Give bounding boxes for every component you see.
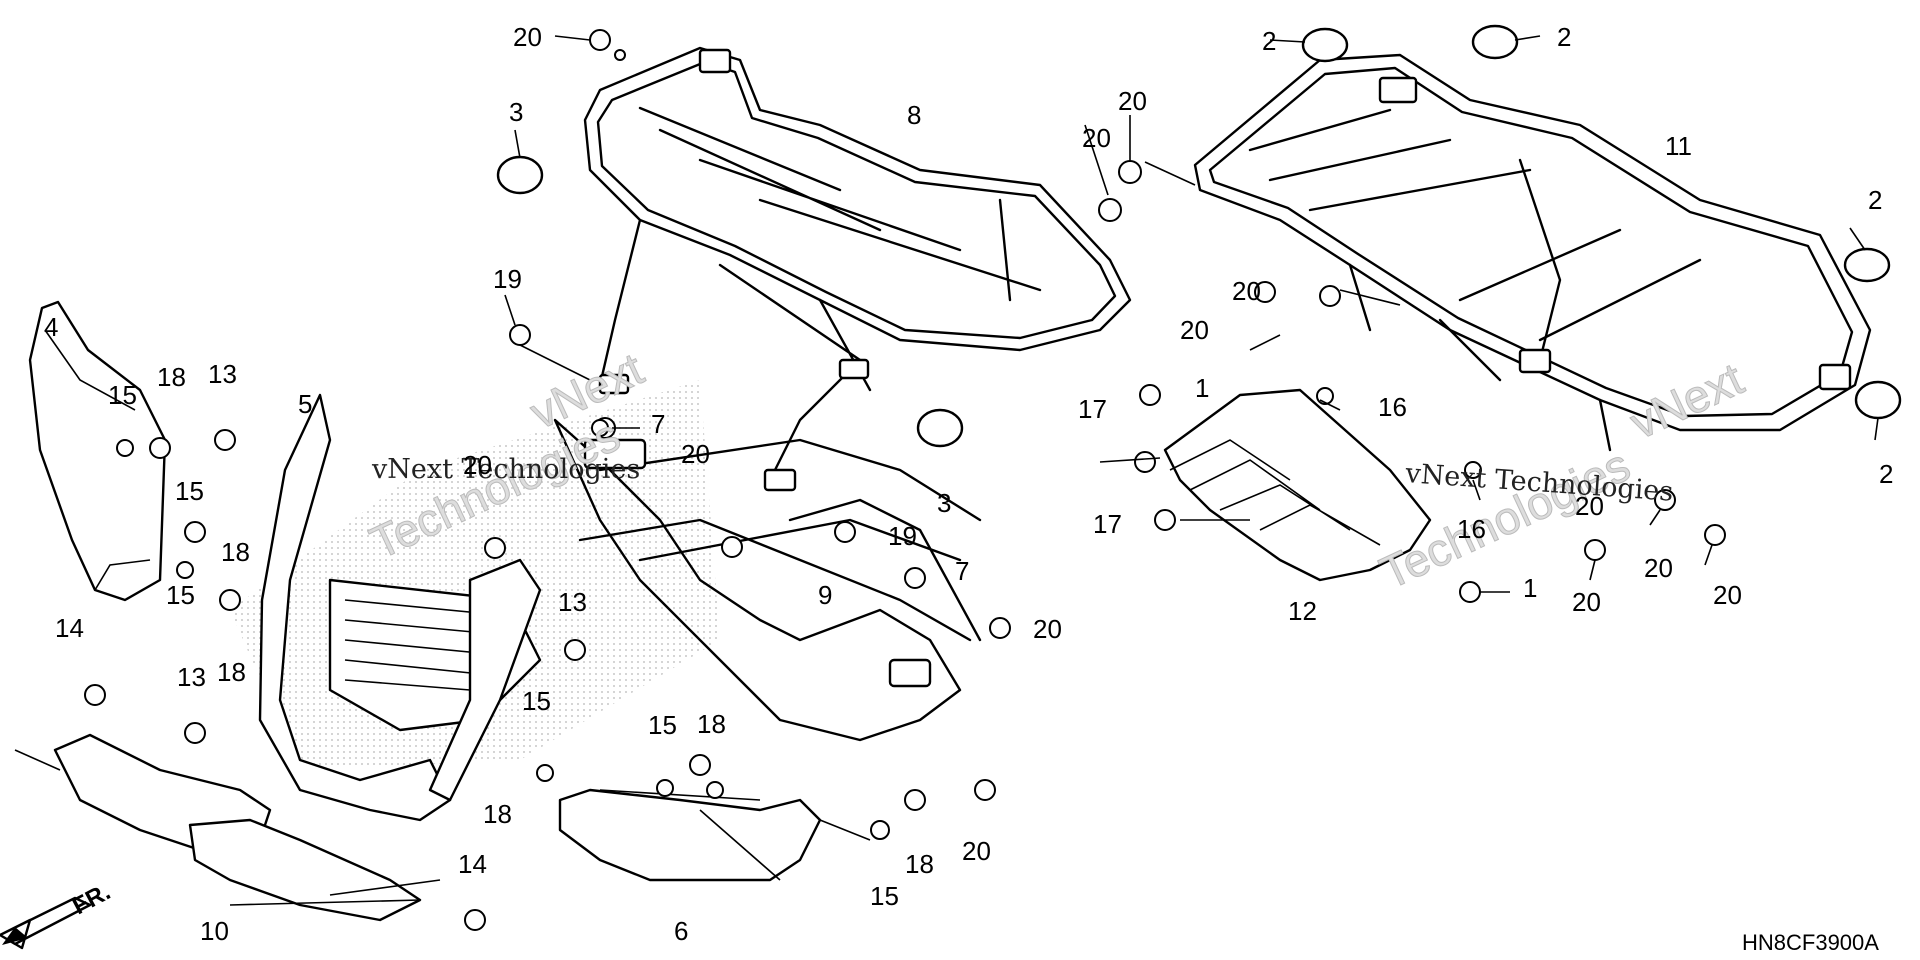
callout-20: 20 <box>1118 86 1147 116</box>
callout-7: 7 <box>955 556 969 586</box>
callout-6: 6 <box>674 916 688 946</box>
callout-20: 20 <box>1644 553 1673 583</box>
callout-20: 20 <box>463 450 492 480</box>
callout-10: 10 <box>200 916 229 946</box>
callout-14: 14 <box>458 849 487 879</box>
callout-13: 13 <box>558 587 587 617</box>
callout-5: 5 <box>298 389 312 419</box>
callout-16: 16 <box>1378 392 1407 422</box>
callout-1: 1 <box>1523 573 1537 603</box>
callout-20: 20 <box>1575 491 1604 521</box>
callout-20: 20 <box>1713 580 1742 610</box>
rear-carrier-rack <box>1193 53 1872 452</box>
callout-2: 2 <box>1262 26 1276 56</box>
callout-11: 11 <box>1665 131 1692 161</box>
callout-15: 15 <box>166 580 195 610</box>
callout-17: 17 <box>1078 394 1107 424</box>
callout-labels: 1 1 2 2 2 2 3 3 4 5 6 7 7 8 9 10 11 12 1… <box>44 22 1893 946</box>
callout-12: 12 <box>1288 596 1317 626</box>
callout-16: 16 <box>1457 514 1486 544</box>
callout-3: 3 <box>937 488 951 518</box>
callout-20: 20 <box>962 836 991 866</box>
callout-18: 18 <box>157 362 186 392</box>
front-direction-arrow: FR. <box>0 878 115 950</box>
callout-20: 20 <box>513 22 542 52</box>
callout-15: 15 <box>522 686 551 716</box>
callout-20: 20 <box>1033 614 1062 644</box>
front-grille-bracket <box>258 393 542 822</box>
callout-4: 4 <box>44 312 58 342</box>
callout-19: 19 <box>888 521 917 551</box>
callout-18: 18 <box>217 657 246 687</box>
callout-9: 9 <box>818 580 832 610</box>
left-side-cover <box>28 300 167 602</box>
callout-20: 20 <box>1232 276 1261 306</box>
callout-20: 20 <box>681 439 710 469</box>
callout-20: 20 <box>1572 587 1601 617</box>
front-lower-guard <box>14 733 441 922</box>
right-side-cover <box>558 788 871 882</box>
callout-15: 15 <box>648 710 677 740</box>
callout-18: 18 <box>221 537 250 567</box>
callout-3: 3 <box>509 97 523 127</box>
callout-13: 13 <box>177 662 206 692</box>
fasteners <box>84 29 1726 931</box>
callout-18: 18 <box>483 799 512 829</box>
callout-18: 18 <box>697 709 726 739</box>
callout-13: 13 <box>208 359 237 389</box>
skid-plate <box>1163 388 1432 582</box>
callout-2: 2 <box>1879 459 1893 489</box>
callout-8: 8 <box>907 100 921 130</box>
callout-20: 20 <box>1082 123 1111 153</box>
leader-lines <box>504 35 1879 593</box>
callout-17: 17 <box>1093 509 1122 539</box>
svg-text:vNext: vNext <box>1622 352 1751 449</box>
callout-7: 7 <box>651 409 665 439</box>
front-carrier-rack <box>583 46 1132 492</box>
watermark-text-left: vNext Technologies <box>371 454 640 485</box>
callout-14: 14 <box>55 613 84 643</box>
callout-1: 1 <box>1195 373 1209 403</box>
diagram-code: HN8CF3900A <box>1742 930 1879 955</box>
callout-18: 18 <box>905 849 934 879</box>
callout-15: 15 <box>175 476 204 506</box>
center-frame <box>553 418 982 742</box>
callout-2: 2 <box>1557 22 1571 52</box>
callout-2: 2 <box>1868 185 1882 215</box>
rubber-caps <box>496 24 1902 448</box>
callout-20: 20 <box>1180 315 1209 345</box>
callout-19: 19 <box>493 264 522 294</box>
callout-15: 15 <box>108 380 137 410</box>
callout-15: 15 <box>870 881 899 911</box>
